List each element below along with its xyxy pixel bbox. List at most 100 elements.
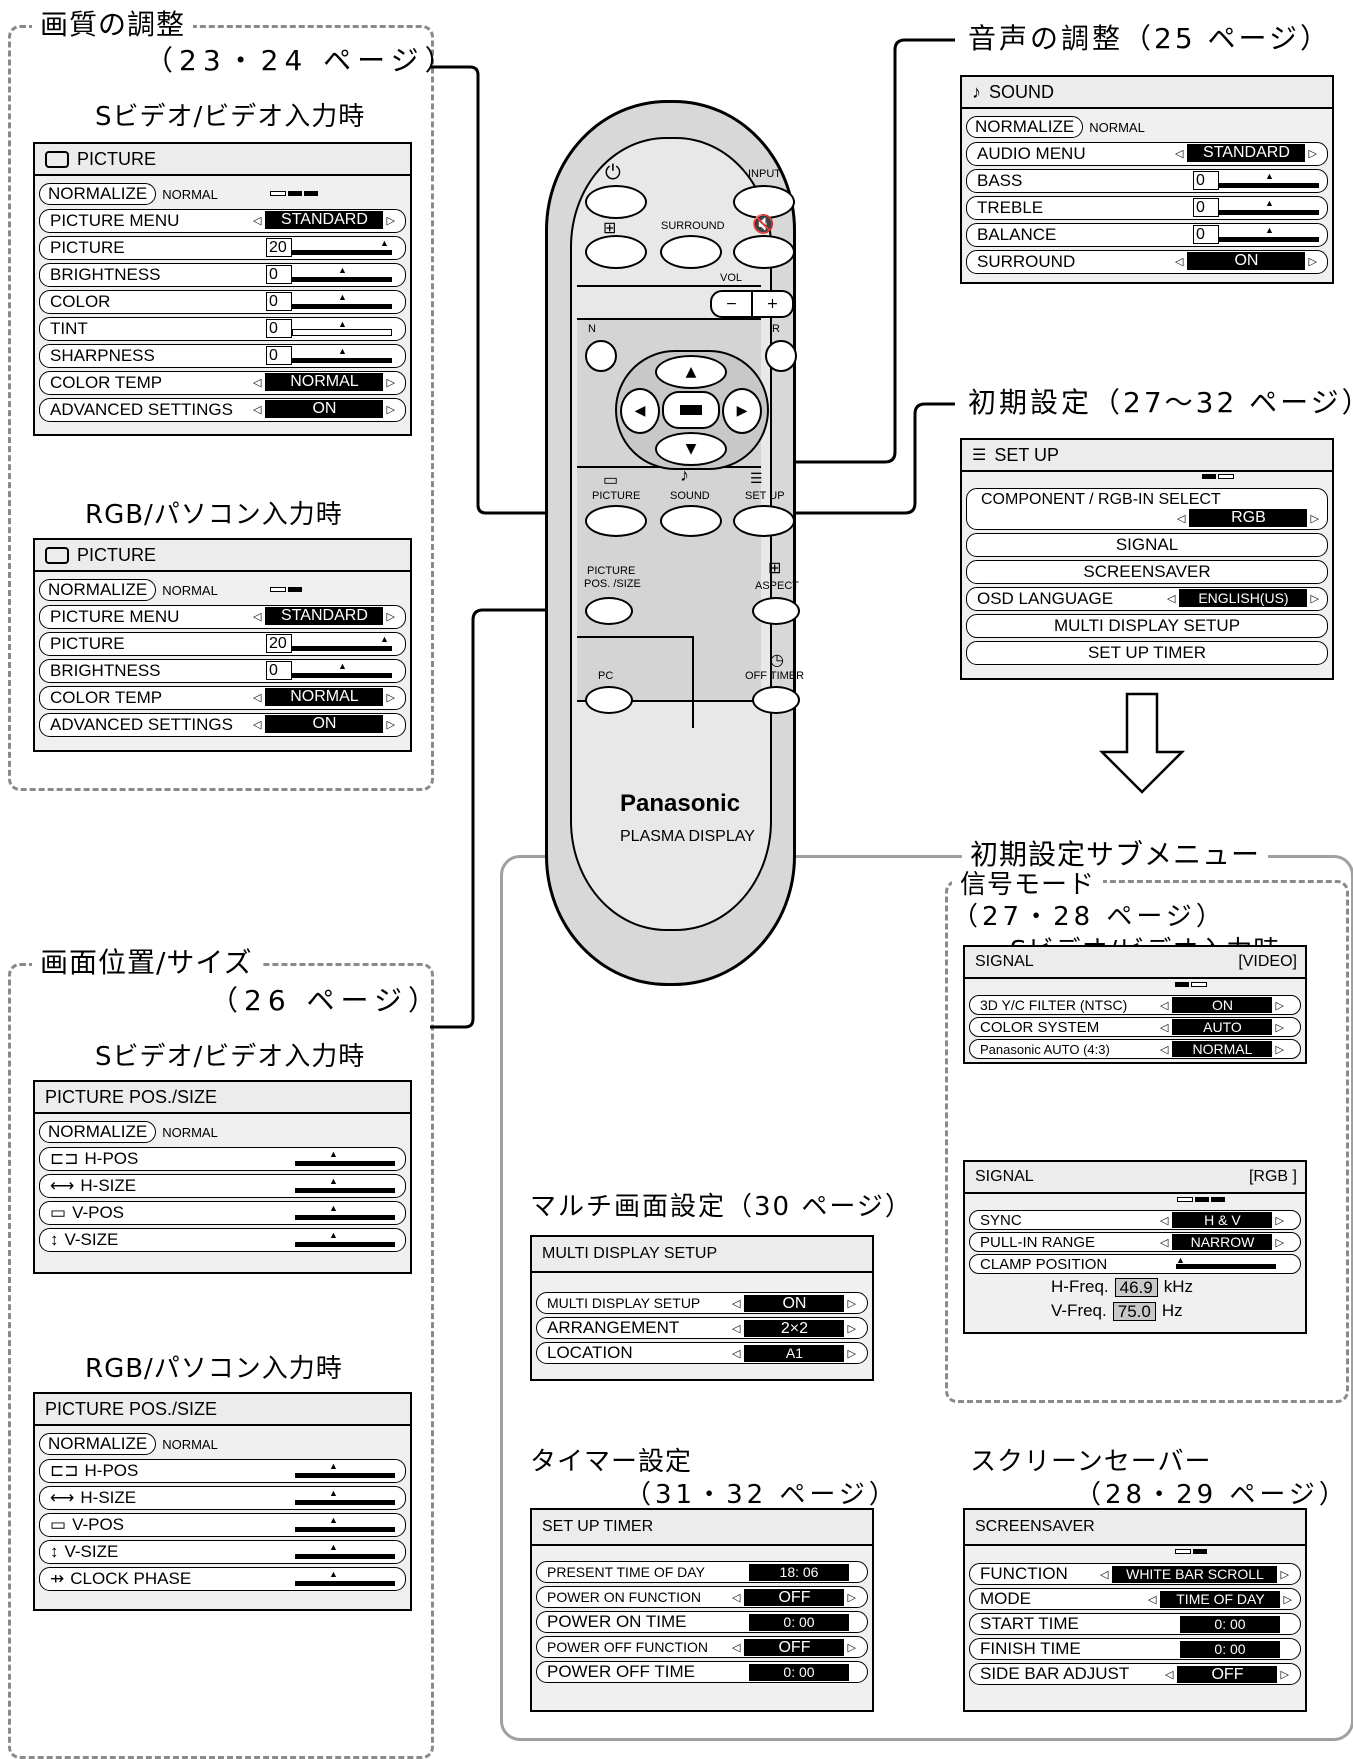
pos-rgb-heading: RGB/パソコン入力時 xyxy=(85,1354,343,1384)
power-button[interactable] xyxy=(585,185,647,219)
pos-size-title: 画面位置/サイズ xyxy=(32,946,261,980)
normalize-button[interactable]: NORMALIZE xyxy=(966,116,1084,138)
h-pos-row[interactable]: ⊏⊐H-POS▲ xyxy=(39,1459,406,1483)
signal-row[interactable]: SIGNAL xyxy=(966,533,1328,557)
setup-timer-row[interactable]: SET UP TIMER xyxy=(966,641,1328,665)
function-row[interactable]: FUNCTION◁WHITE BAR SCROLL▷ xyxy=(969,1563,1301,1585)
surround-row[interactable]: SURROUND◁ON▷ xyxy=(966,250,1328,274)
mode-row[interactable]: MODE◁TIME OF DAY▷ xyxy=(969,1588,1301,1610)
pc-button[interactable] xyxy=(585,686,633,714)
n-button[interactable] xyxy=(585,340,617,372)
setup-submenu-title: 初期設定サブメニュー xyxy=(962,838,1269,872)
setup-button[interactable] xyxy=(733,505,795,537)
setup-panel: ☰SET UP COMPONENT / RGB-IN SELECT ◁RGB▷ … xyxy=(960,438,1334,680)
v-size-row[interactable]: ↕V-SIZE▲ xyxy=(39,1228,406,1252)
down-button[interactable]: ▼ xyxy=(655,432,727,466)
color-temp-row[interactable]: COLOR TEMP◁NORMAL▷ xyxy=(39,371,406,395)
normalize-button[interactable]: NORMALIZE xyxy=(39,1433,157,1455)
power-on-function-row[interactable]: POWER ON FUNCTION◁OFF▷ xyxy=(536,1586,868,1608)
picture-svideo-heading: Sビデオ/ビデオ入力時 xyxy=(95,102,366,132)
sound-icon: ♪ xyxy=(680,465,689,485)
v-pos-icon: ▭ xyxy=(50,1515,67,1534)
pos-size-button[interactable] xyxy=(585,597,633,625)
v-size-row[interactable]: ↕V-SIZE▲ xyxy=(39,1540,406,1564)
arrangement-row[interactable]: ARRANGEMENT◁2×2▷ xyxy=(536,1317,868,1339)
sound-button[interactable] xyxy=(660,505,722,537)
multi-display-title: マルチ画面設定（30 ページ） xyxy=(530,1192,913,1222)
vol-label: VOL xyxy=(720,272,743,284)
normalize-button[interactable]: NORMALIZE xyxy=(39,1121,157,1143)
v-pos-row[interactable]: ▭V-POS▲ xyxy=(39,1201,406,1225)
pip-button[interactable] xyxy=(585,235,647,269)
side-bar-adjust-row[interactable]: SIDE BAR ADJUST◁OFF▷ xyxy=(969,1663,1301,1685)
pull-in-range-row[interactable]: PULL-IN RANGE◁NARROW▷ xyxy=(969,1232,1301,1252)
advanced-settings-row[interactable]: ADVANCED SETTINGS◁ON▷ xyxy=(39,713,406,737)
screensaver-panel: SCREENSAVER FUNCTION◁WHITE BAR SCROLL▷ M… xyxy=(963,1508,1307,1712)
off-timer-button[interactable] xyxy=(752,686,800,714)
picture-button[interactable] xyxy=(585,505,647,537)
input-button[interactable] xyxy=(733,185,795,219)
multi-display-row[interactable]: MULTI DISPLAY SETUP xyxy=(966,614,1328,638)
r-button[interactable] xyxy=(765,340,797,372)
color-system-row[interactable]: COLOR SYSTEM◁AUTO▷ xyxy=(969,1017,1301,1037)
timer-pages: （31・32 ページ） xyxy=(625,1480,899,1510)
picture-menu-row[interactable]: PICTURE MENU◁STANDARD▷ xyxy=(39,605,406,629)
picture-menu-row[interactable]: PICTURE MENU◁STANDARD▷ xyxy=(39,209,406,233)
sync-row[interactable]: SYNC◁H & V▷ xyxy=(969,1210,1301,1230)
osd-language-row[interactable]: OSD LANGUAGE◁ENGLISH(US)▷ xyxy=(966,587,1328,611)
v-pos-row[interactable]: ▭V-POS▲ xyxy=(39,1513,406,1537)
component-select-row[interactable]: COMPONENT / RGB-IN SELECT ◁RGB▷ xyxy=(966,488,1328,530)
up-button[interactable]: ▲ xyxy=(655,355,727,389)
v-size-icon: ↕ xyxy=(50,1230,59,1249)
clock-phase-row[interactable]: ⇸CLOCK PHASE▲ xyxy=(39,1567,406,1591)
location-row[interactable]: LOCATION◁A1▷ xyxy=(536,1342,868,1364)
surround-button[interactable] xyxy=(660,235,722,269)
h-size-row[interactable]: ⟷H-SIZE▲ xyxy=(39,1486,406,1510)
vol-up-button[interactable]: + xyxy=(766,296,779,312)
screensaver-row[interactable]: SCREENSAVER xyxy=(966,560,1328,584)
signal-mode-pages: （27・28 ページ） xyxy=(952,902,1226,932)
sound-adjust-title: 音声の調整（25 ページ） xyxy=(960,22,1339,56)
left-button[interactable]: ◀ xyxy=(620,388,660,434)
multi-display-setup-row[interactable]: MULTI DISPLAY SETUP◁ON▷ xyxy=(536,1292,868,1314)
color-temp-row[interactable]: COLOR TEMP◁NORMAL▷ xyxy=(39,686,406,710)
mute-button[interactable] xyxy=(733,235,795,269)
vol-down-button[interactable]: − xyxy=(712,292,753,316)
panel-header: SIGNAL[RGB ] xyxy=(965,1162,1305,1194)
panasonic-auto-row[interactable]: Panasonic AUTO (4:3)◁NORMAL▷ xyxy=(969,1039,1301,1059)
mode-label: [RGB ] xyxy=(1248,1168,1297,1185)
n-label: N xyxy=(588,323,596,335)
audio-menu-row[interactable]: AUDIO MENU◁STANDARD▷ xyxy=(966,142,1328,166)
power-off-function-row[interactable]: POWER OFF FUNCTION◁OFF▷ xyxy=(536,1636,868,1658)
advanced-settings-row[interactable]: ADVANCED SETTINGS◁ON▷ xyxy=(39,398,406,422)
normalize-button[interactable]: NORMALIZE xyxy=(39,579,157,601)
h-pos-row[interactable]: ⊏⊐H-POS▲ xyxy=(39,1147,406,1171)
aspect-icon: ⊞ xyxy=(768,560,782,577)
screensaver-pages: （28・29 ページ） xyxy=(1075,1480,1349,1510)
clamp-position-row[interactable]: CLAMP POSITION▲ xyxy=(969,1254,1301,1274)
enter-button[interactable] xyxy=(662,391,720,429)
h-size-row[interactable]: ⟷H-SIZE▲ xyxy=(39,1174,406,1198)
setup-icon: ☰ xyxy=(972,447,987,464)
3d-yc-filter-row[interactable]: 3D Y/C FILTER (NTSC)◁ON▷ xyxy=(969,995,1301,1015)
aspect-button[interactable] xyxy=(752,597,800,625)
normalize-button[interactable]: NORMALIZE xyxy=(39,183,157,205)
right-button[interactable]: ▶ xyxy=(722,388,762,434)
